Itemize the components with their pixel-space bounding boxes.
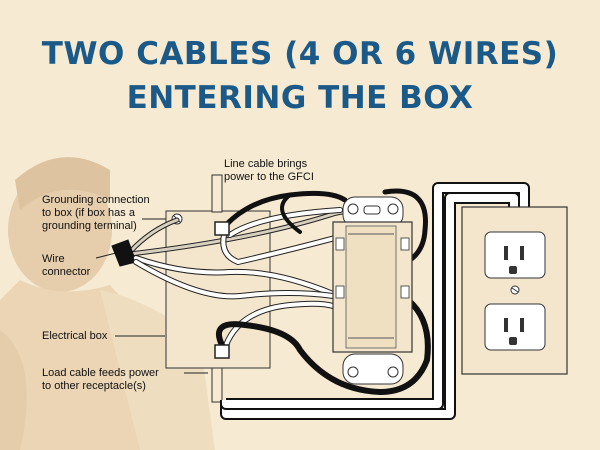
label-wire-connector: Wire connector [42,253,91,278]
gfci-receptacle [332,196,413,385]
load-cable-to-receptacle [220,182,530,420]
load-cable-sheath [211,367,223,403]
wire-nut-bottom [214,344,230,359]
title-line-2: ENTERING THE BOX [126,80,474,116]
wire-nut-top [214,221,230,236]
wire-connector-icon [111,239,137,267]
label-grounding-connection: Grounding connection to box (if box has … [42,194,150,232]
label-load-cable: Load cable feeds power to other receptac… [42,367,159,392]
title-line-1: TWO CABLES (4 OR 6 WIRES) [41,36,559,72]
black-wires [215,188,431,396]
duplex-receptacle [461,206,568,375]
white-wires [133,207,343,348]
label-line-cable: Line cable brings power to the GFCI [224,158,314,183]
label-electrical-box: Electrical box [42,330,108,342]
line-cable-sheath [211,174,223,213]
